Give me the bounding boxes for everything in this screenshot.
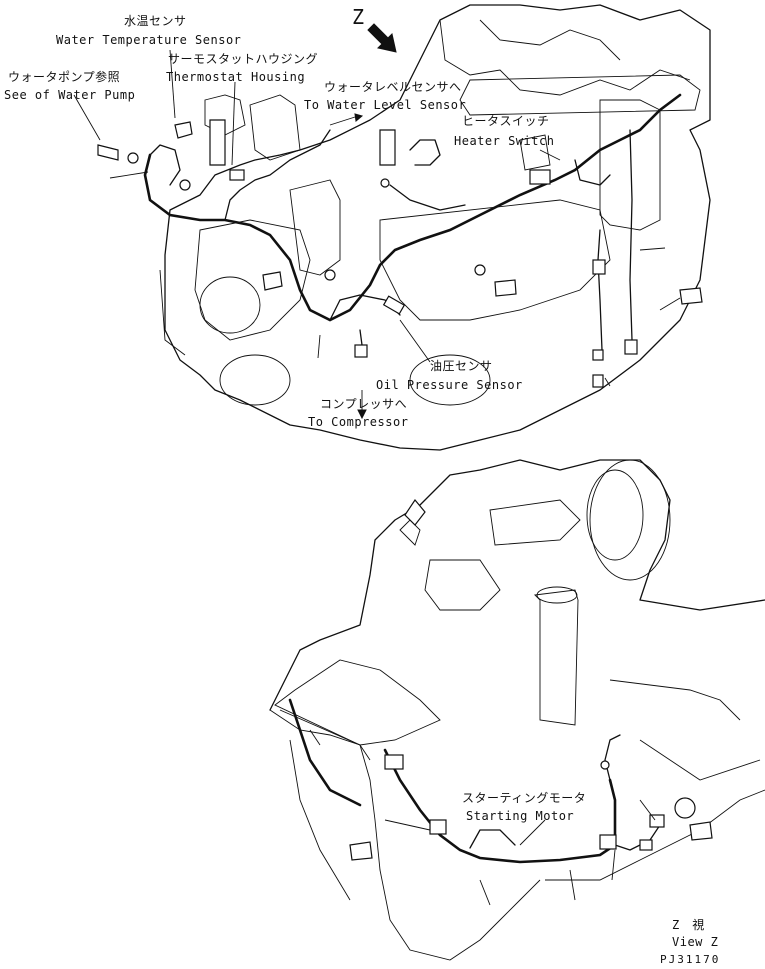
water-pump-label-jp: ウォータポンプ参照 — [8, 70, 121, 84]
view-marker-z: Z — [352, 5, 365, 29]
starting-motor-label-jp: スターティングモータ — [462, 791, 587, 805]
oil-pressure-sensor-label-jp: 油圧センサ — [430, 359, 493, 373]
water-temp-sensor-label-en: Water Temperature Sensor — [56, 33, 242, 47]
starting-motor-label-en: Starting Motor — [466, 809, 575, 823]
water-level-sensor-label-jp: ウォータレベルセンサへ — [324, 80, 462, 94]
drawing-number: PJ31170 — [660, 953, 721, 966]
view-z-label-en: View Z — [672, 935, 719, 949]
lower-engine-view — [269, 459, 765, 961]
water-temp-sensor-label-jp: 水温センサ — [124, 14, 187, 28]
heater-switch-label-jp: ヒータスイッチ — [462, 114, 550, 128]
heater-switch-label-en: Heater Switch — [454, 134, 555, 148]
water-pump-label-en: See of Water Pump — [4, 88, 136, 102]
water-level-sensor-label-en: To Water Level Sensor — [304, 98, 467, 112]
thermostat-housing-label-en: Thermostat Housing — [166, 70, 306, 84]
oil-pressure-sensor-label-en: Oil Pressure Sensor — [376, 378, 523, 392]
compressor-label-jp: コンプレッサへ — [320, 397, 408, 411]
view-z-label-jp: Z 視 — [672, 918, 705, 932]
compressor-label-en: To Compressor — [308, 415, 409, 429]
upper-engine-view — [73, 4, 711, 451]
thermostat-housing-label-jp: サーモスタットハウジング — [168, 52, 319, 66]
